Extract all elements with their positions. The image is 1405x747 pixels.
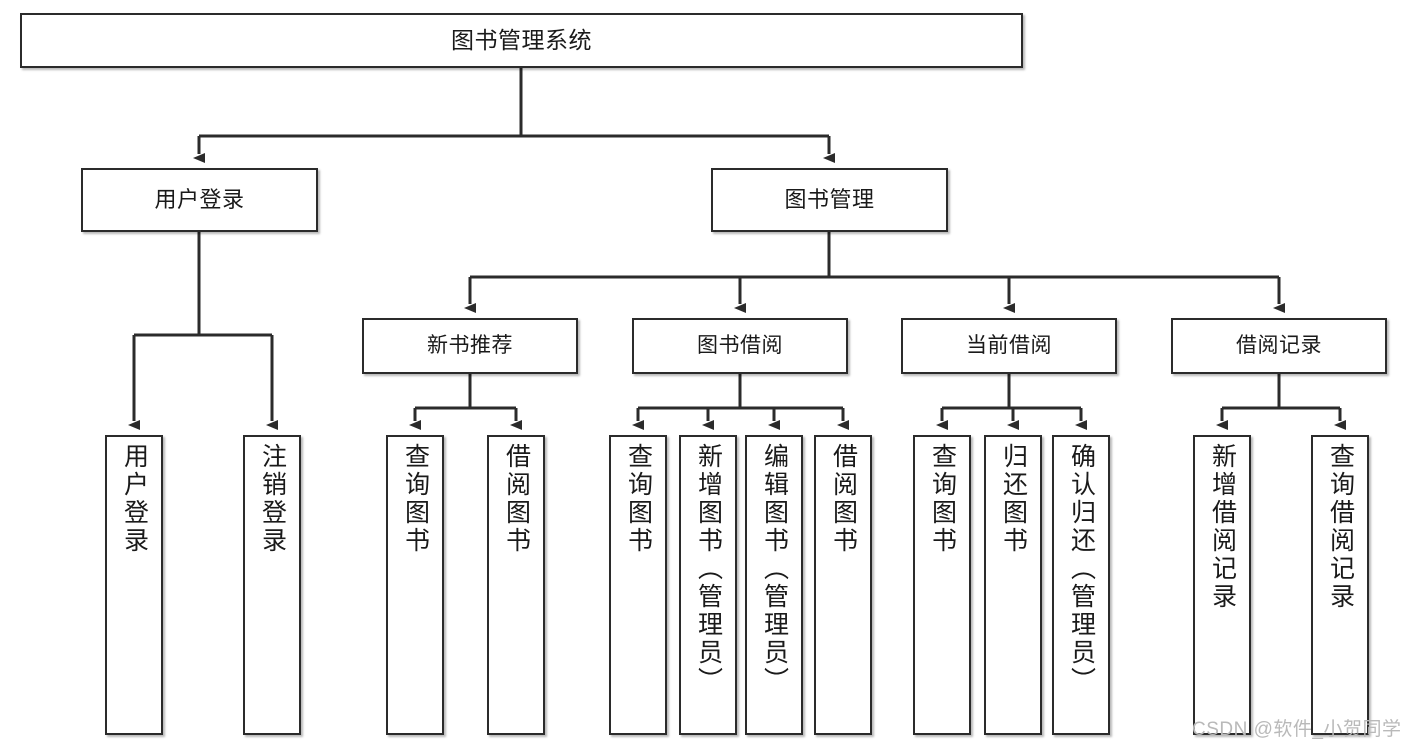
- node-label: 借阅记录: [1236, 333, 1322, 357]
- node-leaf-return-book[interactable]: 归还图书: [984, 435, 1042, 735]
- node-book-management-system[interactable]: 图书管理系统: [20, 13, 1023, 68]
- node-label: 当前借阅: [966, 333, 1052, 357]
- node-label: 查询图书: [928, 443, 957, 555]
- node-leaf-confirm-return[interactable]: 确认归还（管理员）: [1052, 435, 1110, 735]
- node-label: 图书借阅: [697, 333, 783, 357]
- node-label: 查询图书: [624, 443, 653, 555]
- node-label: 编辑图书（管理员）: [760, 443, 789, 695]
- node-label: 查询借阅记录: [1326, 443, 1355, 611]
- node-label: 借阅图书: [829, 443, 858, 555]
- connector-lines: [128, 68, 1346, 430]
- node-label: 新增借阅记录: [1208, 443, 1237, 611]
- node-leaf-user-login[interactable]: 用户登录: [105, 435, 163, 735]
- node-label: 图书管理: [784, 187, 875, 213]
- node-leaf-edit-book[interactable]: 编辑图书（管理员）: [745, 435, 803, 735]
- node-label: 新书推荐: [427, 333, 513, 357]
- node-leaf-borrow-book-b[interactable]: 借阅图书: [814, 435, 872, 735]
- node-leaf-query-book-b[interactable]: 查询图书: [609, 435, 667, 735]
- node-leaf-borrow-book-a[interactable]: 借阅图书: [487, 435, 545, 735]
- node-user-login[interactable]: 用户登录: [81, 168, 318, 232]
- node-leaf-add-borrow-record[interactable]: 新增借阅记录: [1193, 435, 1251, 735]
- node-label: 用户登录: [154, 187, 245, 213]
- node-leaf-user-logout[interactable]: 注销登录: [243, 435, 301, 735]
- node-label: 图书管理系统: [451, 27, 592, 54]
- node-new-book-recommend[interactable]: 新书推荐: [362, 318, 578, 374]
- node-current-borrow[interactable]: 当前借阅: [901, 318, 1117, 374]
- node-label: 新增图书（管理员）: [694, 443, 723, 695]
- node-book-management[interactable]: 图书管理: [711, 168, 948, 232]
- node-leaf-query-book-c[interactable]: 查询图书: [913, 435, 971, 735]
- node-leaf-query-book-a[interactable]: 查询图书: [386, 435, 444, 735]
- node-book-borrow[interactable]: 图书借阅: [632, 318, 848, 374]
- node-leaf-query-borrow-record[interactable]: 查询借阅记录: [1311, 435, 1369, 735]
- node-borrow-record[interactable]: 借阅记录: [1171, 318, 1387, 374]
- node-label: 注销登录: [258, 443, 287, 555]
- node-label: 确认归还（管理员）: [1067, 443, 1096, 695]
- node-label: 归还图书: [999, 443, 1028, 555]
- node-leaf-add-book[interactable]: 新增图书（管理员）: [679, 435, 737, 735]
- node-label: 查询图书: [401, 443, 430, 555]
- node-label: 借阅图书: [502, 443, 531, 555]
- node-label: 用户登录: [120, 443, 149, 555]
